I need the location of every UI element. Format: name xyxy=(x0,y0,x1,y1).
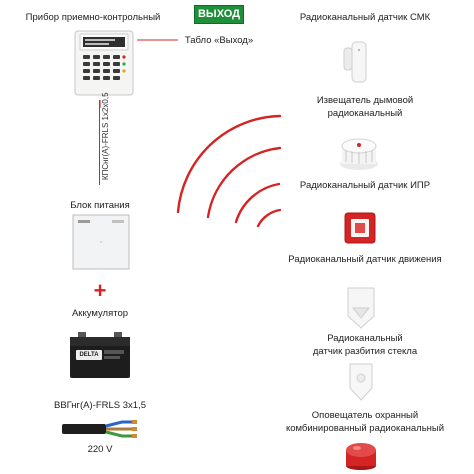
cable-bottom-label: ВВГнг(А)-FRLS 3х1,5 xyxy=(54,400,146,411)
signal-arc-inner xyxy=(256,208,282,228)
signal-arc-outer xyxy=(176,114,282,214)
device-glassbreak-label-line2: датчик разбития стекла xyxy=(312,346,418,357)
device-smk-label: Радиоканальный датчик СМК xyxy=(299,12,431,23)
battery-brand: DELTA xyxy=(79,352,99,358)
device-motion-label: Радиоканальный датчик движения xyxy=(288,254,442,265)
power-cable-image xyxy=(62,416,138,442)
panel-label: Прибор приемно-контрольный xyxy=(25,12,161,23)
siren-image xyxy=(344,440,378,470)
smk-sensor-image xyxy=(338,40,378,86)
battery-label: Аккумулятор xyxy=(71,308,129,319)
exit-sign-label: Табло «Выход» xyxy=(184,35,254,46)
cable-top-line xyxy=(99,100,100,185)
cable-top-label: КПСнг(А)-FRLS 1х2х0,5 xyxy=(101,92,110,180)
motion-sensor-image xyxy=(344,286,378,330)
device-smoke-label-line1: Извещатель дымовой xyxy=(316,95,414,106)
device-smoke-label-line2: радиоканальный xyxy=(327,108,403,119)
signal-arc-third xyxy=(234,182,281,224)
plus-sign: + xyxy=(93,278,107,303)
smoke-detector-image xyxy=(338,136,380,172)
device-siren-label-line2: комбинированный радиоканальный xyxy=(285,423,445,434)
control-panel-image xyxy=(74,30,134,96)
power-supply-label: Блок питания xyxy=(70,200,130,211)
device-ipr-label: Радиоканальный датчик ИПР xyxy=(299,180,431,191)
signal-arc-second xyxy=(206,146,282,219)
power-supply-image xyxy=(72,214,130,270)
exit-sign: ВЫХОД xyxy=(194,5,244,24)
mains-label: 220 V xyxy=(87,444,113,455)
exit-sign-text: ВЫХОД xyxy=(197,8,240,20)
ipr-callpoint-image xyxy=(344,212,376,244)
device-glassbreak-label-line1: Радиоканальный xyxy=(327,333,403,344)
battery-image: DELTA xyxy=(68,330,132,380)
device-siren-label-line1: Оповещатель охранный xyxy=(311,410,419,421)
glassbreak-sensor-image xyxy=(346,362,376,402)
